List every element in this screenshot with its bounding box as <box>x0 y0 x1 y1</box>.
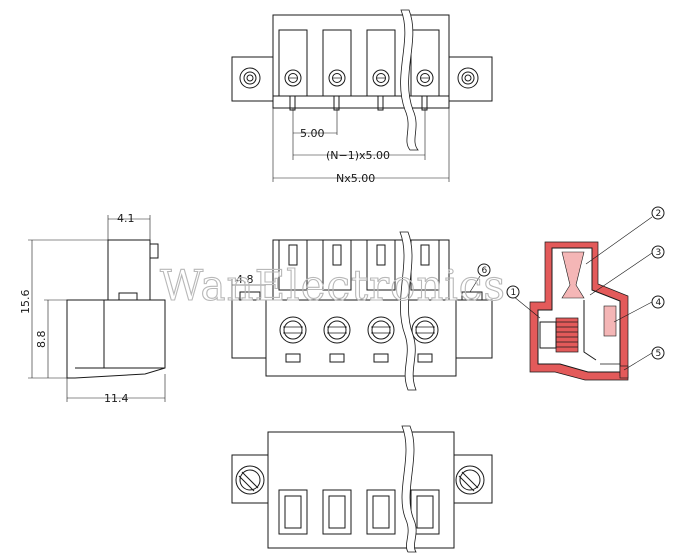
side-view: 4.1 15.6 8.8 11.4 <box>19 212 166 405</box>
callout-1 <box>506 285 520 299</box>
callout-label-6: 6 <box>482 266 488 276</box>
callout-label-2: 2 <box>656 209 662 219</box>
callout-5 <box>651 346 665 360</box>
bottom-view <box>231 425 493 553</box>
callout-label-4: 4 <box>656 298 662 308</box>
dim-side-top-width: 4.1 <box>117 212 135 225</box>
dim-front-offset: 4.8 <box>236 273 254 286</box>
top-mount-screw-left <box>239 67 261 89</box>
dim-span-n-minus-1: (N−1)x5.00 <box>326 149 390 162</box>
bottom-mount-screw-left <box>235 465 265 495</box>
front-break-line <box>399 231 417 391</box>
dim-side-lower-height: 8.8 <box>35 331 48 349</box>
dim-pitch: 5.00 <box>300 127 325 140</box>
bottom-wire-openings <box>278 489 440 535</box>
callout-3 <box>651 245 665 259</box>
callout-label-5: 5 <box>656 349 662 359</box>
front-wire-entries <box>279 316 439 344</box>
callout-4 <box>651 295 665 309</box>
callout-label-3: 3 <box>656 248 662 258</box>
front-test-windows <box>285 353 433 363</box>
front-view: 4.8 <box>231 231 493 391</box>
section-view <box>529 241 629 381</box>
watermark: WanElectronics <box>160 261 506 310</box>
top-dimensions <box>272 108 450 182</box>
top-mount-screw-right <box>457 67 479 89</box>
dim-side-depth: 11.4 <box>104 392 129 405</box>
callout-label-1: 1 <box>511 288 517 298</box>
bottom-mount-screw-right <box>455 465 485 495</box>
top-view: 5.00 (N−1)x5.00 Nx5.00 <box>231 9 493 185</box>
top-pins <box>289 95 428 111</box>
top-break-line <box>400 9 419 151</box>
callout-6 <box>477 263 491 277</box>
dim-side-total-height: 15.6 <box>19 290 32 315</box>
section-screw-threads <box>556 321 578 348</box>
bottom-break-line <box>401 425 417 553</box>
top-clamp-screws <box>284 69 434 87</box>
callouts: 1 2 3 4 5 6 <box>469 206 665 371</box>
callout-2 <box>651 206 665 220</box>
side-dimensions <box>28 215 166 402</box>
dim-overall-n: Nx5.00 <box>336 172 375 185</box>
